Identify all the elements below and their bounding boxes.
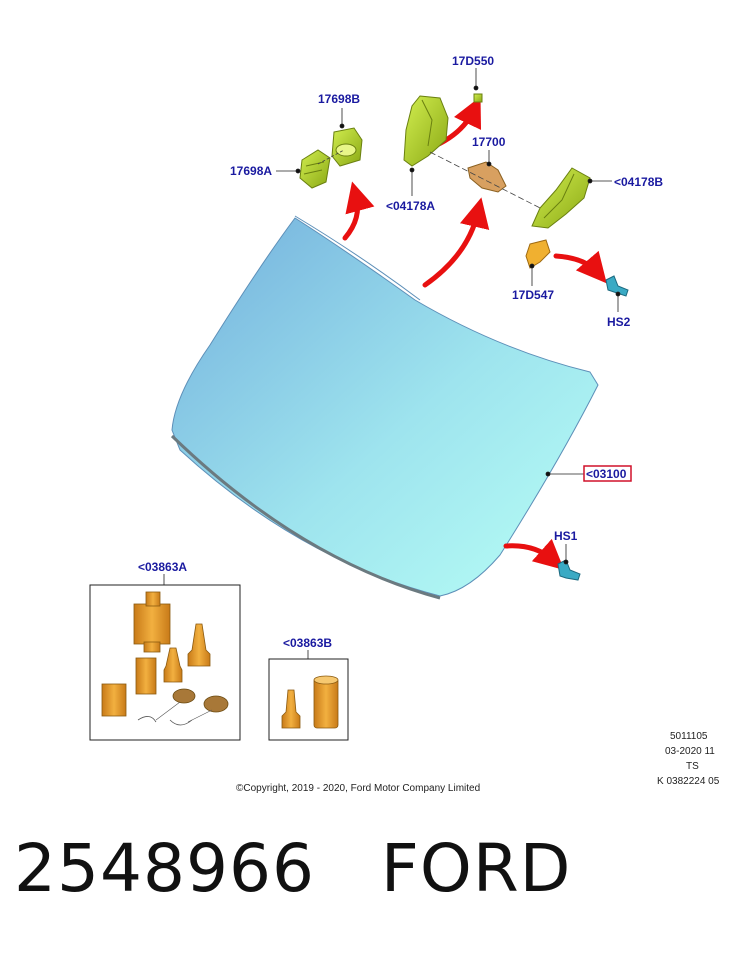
meta-line-3: TS xyxy=(686,761,699,772)
arrow-17D547-to-HS2 xyxy=(553,250,607,284)
kit-03863A-box xyxy=(89,584,241,741)
kit-03863B-box xyxy=(268,658,349,741)
meta-line-1: 5011105 xyxy=(670,731,708,742)
label-17D550: 17D550 xyxy=(452,54,494,68)
part-17698A-clip xyxy=(299,149,331,189)
part-17698B-bracket xyxy=(331,127,363,167)
meta-line-2: 03-2020 11 xyxy=(665,746,715,757)
arrow-glass-to-04178A xyxy=(422,197,490,288)
meta-line-4: K 0382224 05 xyxy=(657,776,720,787)
highlight-box-03100 xyxy=(583,465,632,482)
part-HS2-fastener xyxy=(605,275,629,297)
arrow-glass-to-HS1 xyxy=(503,538,565,570)
brand-name: FORD xyxy=(380,830,572,907)
part-number: 2548966 xyxy=(14,830,315,907)
label-HS1: HS1 xyxy=(554,529,578,543)
part-HS1-fastener xyxy=(557,559,581,581)
part-17D550 xyxy=(473,93,483,103)
part-17D547-connector xyxy=(525,239,551,269)
footer-caption: 2548966 FORD xyxy=(14,836,572,902)
label-04178B: <04178B xyxy=(614,175,663,189)
label-HS2: HS2 xyxy=(607,315,631,329)
label-03863A: <03863A xyxy=(138,560,187,574)
part-04178A-cover xyxy=(403,95,449,167)
leader-lines xyxy=(163,68,621,659)
label-03100[interactable]: <03100 xyxy=(586,467,627,481)
label-17700: 17700 xyxy=(472,135,506,149)
arrow-glass-to-17698 xyxy=(342,181,375,241)
label-03863B: <03863B xyxy=(283,636,332,650)
label-17698B: 17698B xyxy=(318,92,360,106)
copyright-text: ©Copyright, 2019 - 2020, Ford Motor Comp… xyxy=(236,783,480,794)
part-04178B-cover xyxy=(531,167,591,229)
label-04178A: <04178A xyxy=(386,199,435,213)
label-17D547: 17D547 xyxy=(512,288,554,302)
label-17698A: 17698A xyxy=(230,164,272,178)
part-17700-mirror-base xyxy=(467,161,507,193)
windshield-glass xyxy=(170,215,599,600)
